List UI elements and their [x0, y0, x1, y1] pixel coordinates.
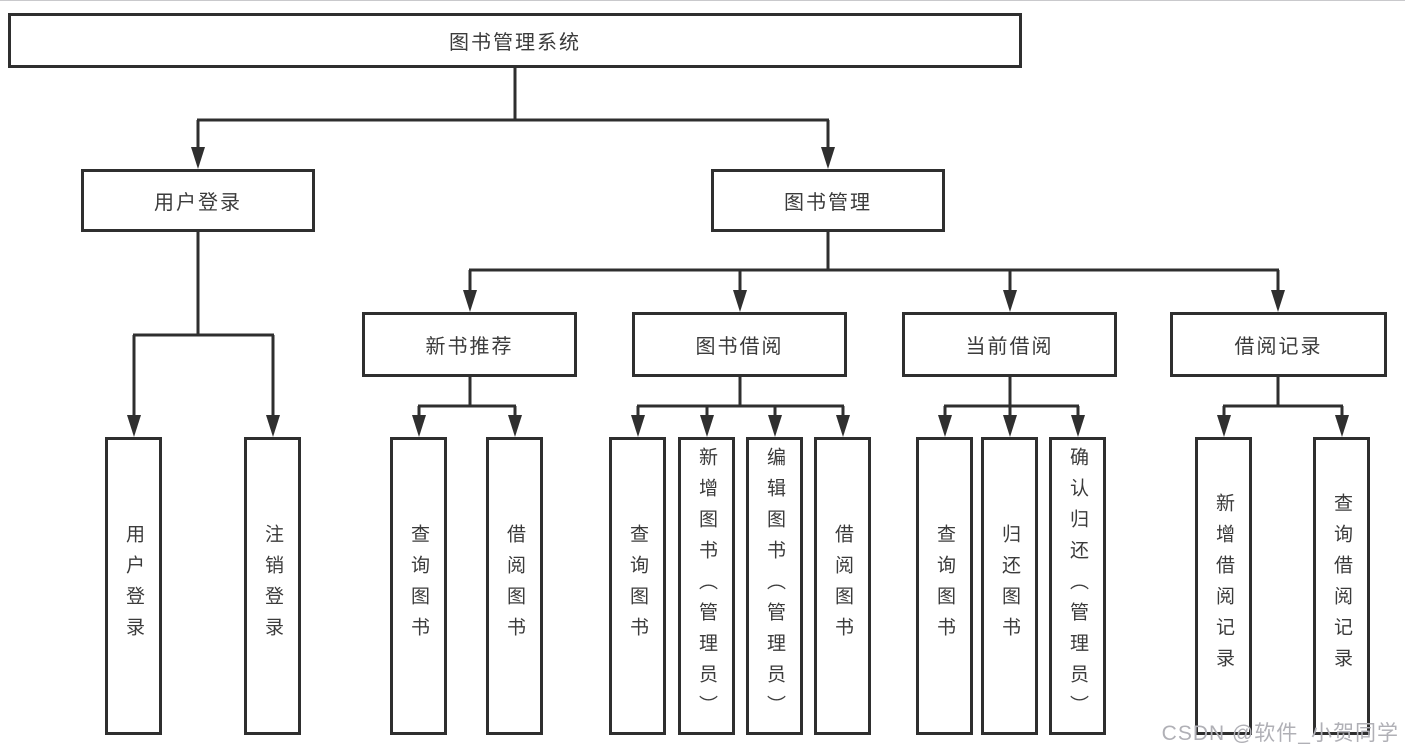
leaf-label: 借阅图书 — [504, 524, 525, 648]
leaf-logout: 注销登录 — [244, 437, 301, 735]
node-book-borrow: 图书借阅 — [632, 312, 847, 377]
leaf-query-book-borrow: 查询图书 — [609, 437, 666, 735]
leaf-label: 新增借阅记录 — [1213, 493, 1234, 679]
connector-root — [191, 68, 835, 169]
node-label: 当前借阅 — [965, 336, 1054, 358]
leaf-return-book: 归还图书 — [981, 437, 1038, 735]
node-label: 图书借阅 — [695, 336, 784, 358]
leaf-add-book-admin: 新增图书（管理员） — [678, 437, 735, 735]
connector-book-management — [463, 232, 1285, 312]
leaf-user-login: 用户登录 — [105, 437, 162, 735]
connector-borrow-records — [1217, 377, 1349, 437]
leaf-borrow-book: 借阅图书 — [814, 437, 871, 735]
leaf-borrow-book-recommend: 借阅图书 — [486, 437, 543, 735]
leaf-query-book-current: 查询图书 — [916, 437, 973, 735]
connector-current-borrow — [938, 377, 1085, 437]
top-edge-line — [0, 0, 1405, 1]
leaf-edit-book-admin: 编辑图书（管理员） — [746, 437, 803, 735]
node-new-book-recommend: 新书推荐 — [362, 312, 577, 377]
node-borrow-records: 借阅记录 — [1170, 312, 1387, 377]
leaf-label: 借阅图书 — [832, 524, 853, 648]
leaf-label: 注销登录 — [262, 524, 283, 648]
node-label: 新书推荐 — [425, 336, 514, 358]
leaf-label: 查询图书 — [408, 524, 429, 648]
leaf-label: 查询图书 — [627, 524, 648, 648]
leaf-label: 查询借阅记录 — [1331, 493, 1352, 679]
node-label: 图书管理 — [784, 192, 872, 214]
node-current-borrow: 当前借阅 — [902, 312, 1117, 377]
leaf-label: 归还图书 — [999, 524, 1020, 648]
leaf-label: 编辑图书（管理员） — [764, 446, 785, 726]
node-label: 借阅记录 — [1234, 336, 1323, 358]
leaf-label: 用户登录 — [123, 524, 144, 648]
leaf-query-book-recommend: 查询图书 — [390, 437, 447, 735]
node-root: 图书管理系统 — [8, 13, 1022, 68]
connector-new-book — [412, 377, 522, 437]
node-book-management: 图书管理 — [711, 169, 945, 232]
connector-user-login — [127, 232, 280, 437]
node-label: 用户登录 — [154, 192, 242, 214]
leaf-add-borrow-record: 新增借阅记录 — [1195, 437, 1252, 735]
node-label: 图书管理系统 — [449, 32, 581, 54]
leaf-label: 新增图书（管理员） — [696, 446, 717, 726]
leaf-query-borrow-record: 查询借阅记录 — [1313, 437, 1370, 735]
leaf-confirm-return-admin: 确认归还（管理员） — [1049, 437, 1106, 735]
node-user-login: 用户登录 — [81, 169, 315, 232]
connector-book-borrow — [631, 377, 850, 437]
leaf-label: 查询图书 — [934, 524, 955, 648]
leaf-label: 确认归还（管理员） — [1067, 446, 1088, 726]
csdn-watermark: CSDN @软件_小贺同学 — [1161, 722, 1399, 745]
